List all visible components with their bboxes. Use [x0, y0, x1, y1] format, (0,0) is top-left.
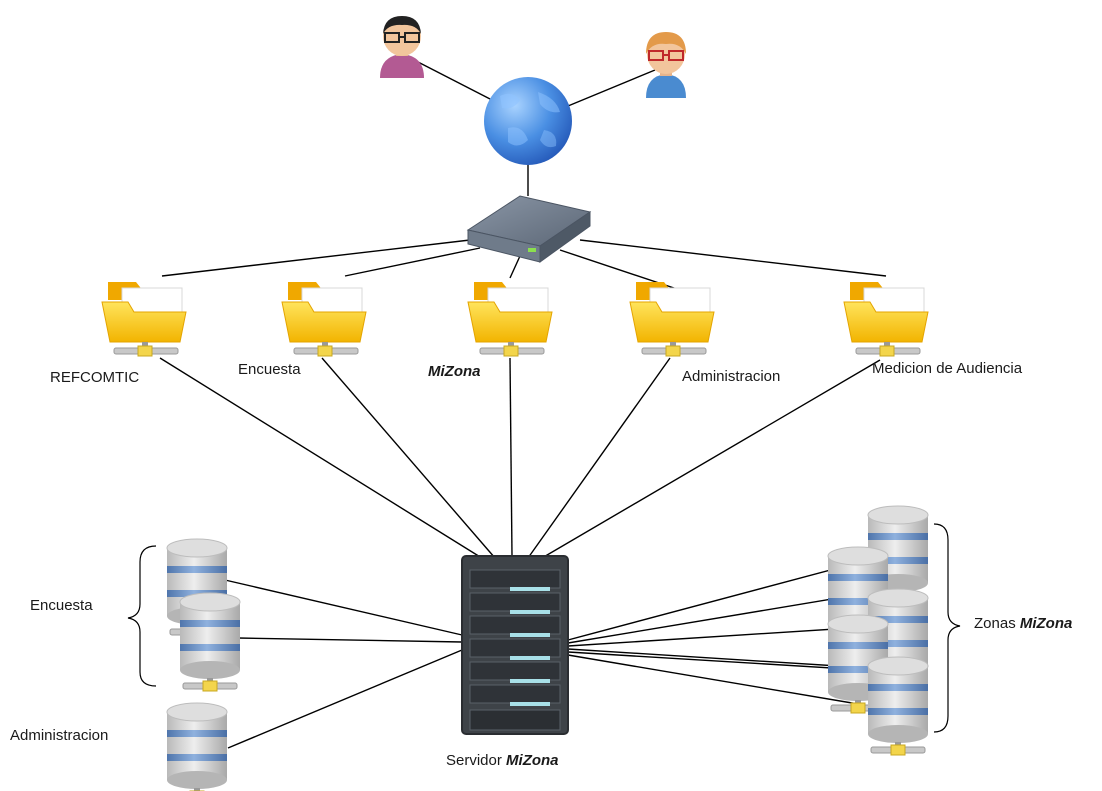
db-left-encuesta-group: [166, 538, 241, 692]
server-label: Servidor MiZona: [446, 752, 559, 769]
db-label-zonas-mizona: Zonas MiZona: [974, 615, 1072, 632]
link-user1-globe: [417, 61, 493, 101]
user-woman-glasses-icon: [646, 32, 686, 98]
database-icon-right-5[interactable]: [867, 656, 929, 756]
network-folder-icon-1[interactable]: [101, 281, 187, 357]
folder-label-encuesta: Encuesta: [238, 361, 301, 378]
network-switch-icon: [466, 195, 592, 263]
link-server-db-right-4: [567, 648, 871, 669]
link-switch-folder1: [161, 239, 471, 277]
link-server-db-left-c: [227, 649, 463, 749]
link-user2-globe: [567, 69, 656, 107]
link-folder2-server: [321, 357, 496, 559]
link-folder4-server: [527, 357, 671, 559]
folder-label-refcomtic: REFCOMTIC: [50, 369, 139, 386]
database-icon-left-3[interactable]: [166, 702, 228, 791]
network-folder-icon-2[interactable]: [281, 281, 367, 357]
database-icon-left-2[interactable]: [179, 592, 241, 692]
connection-lines: [159, 61, 899, 749]
server-rack-icon[interactable]: [461, 555, 569, 735]
brace-left: [127, 545, 157, 687]
link-server-db-left-a: [224, 579, 463, 636]
user-man-glasses-icon: [380, 16, 424, 78]
folder-label-medicion-audiencia: Medicion de Audiencia: [872, 360, 1023, 377]
db-label-administracion: Administracion: [10, 727, 108, 744]
folder-label-mizona: MiZona: [428, 363, 481, 380]
network-folder-icon-4[interactable]: [629, 281, 715, 357]
link-folder3-server: [509, 357, 513, 557]
db-right-zonas-group: [827, 505, 929, 756]
link-server-db-right-6: [567, 654, 859, 705]
link-folder1-server: [159, 357, 486, 561]
network-folder-icon-3[interactable]: [467, 281, 553, 357]
link-switch-folder5: [579, 239, 887, 277]
link-switch-folder3: [509, 255, 521, 279]
db-label-encuesta: Encuesta: [30, 597, 93, 614]
link-server-db-left-b: [237, 637, 463, 643]
brace-right: [933, 523, 961, 733]
link-switch-folder2: [344, 247, 481, 277]
link-folder5-server: [541, 359, 881, 559]
folder-label-administracion: Administracion: [682, 368, 780, 385]
link-server-db-right-1: [567, 559, 869, 641]
globe-icon: [484, 77, 572, 165]
network-folder-icon-5[interactable]: [843, 281, 929, 357]
